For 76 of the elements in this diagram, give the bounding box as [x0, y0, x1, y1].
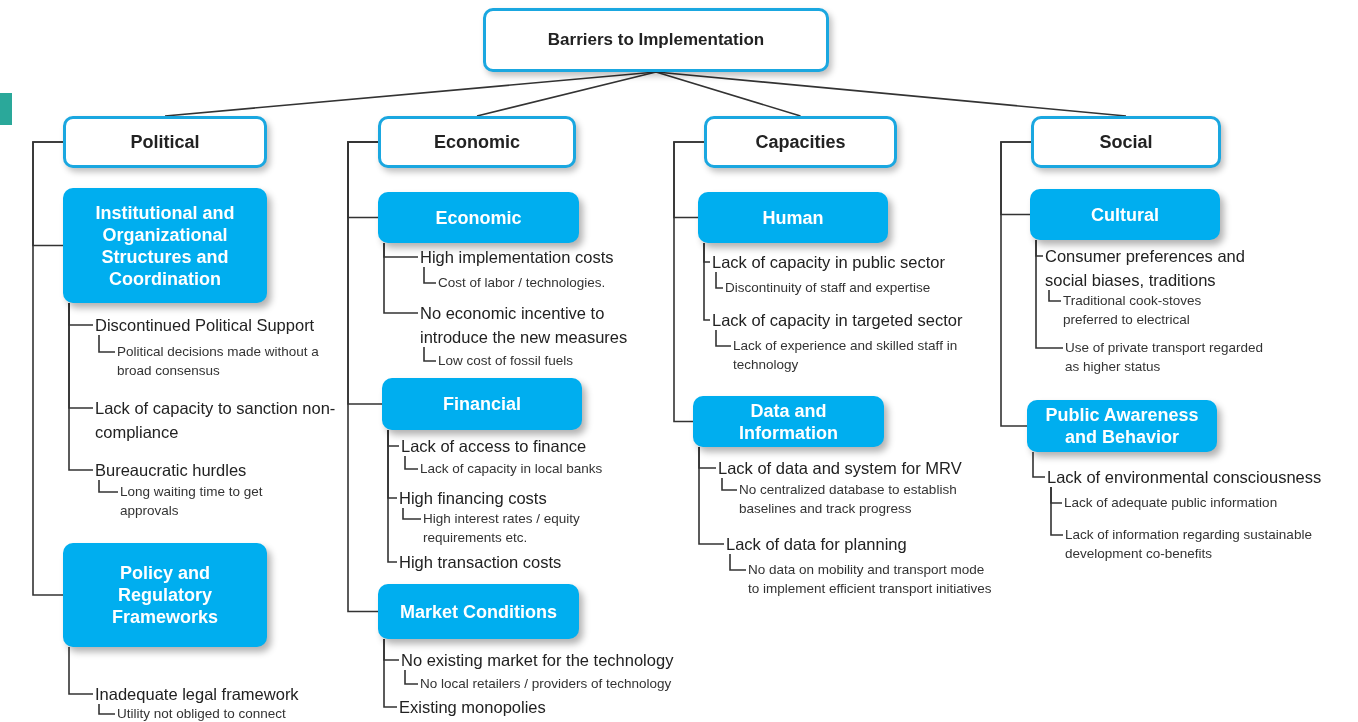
- example-text: Political decisions made without a broad consensus: [117, 342, 327, 380]
- category-box: Political: [63, 116, 267, 168]
- connector-line: [1000, 141, 1032, 427]
- barrier-text: High transaction costs: [399, 550, 619, 574]
- barrier-text: Inadequate legal framework: [95, 682, 355, 706]
- barrier-text: Lack of environmental consciousness: [1047, 465, 1357, 489]
- connector-line: [703, 242, 711, 321]
- subcategory-box: Human: [698, 192, 888, 243]
- example-text: Lack of capacity in local banks: [420, 459, 650, 478]
- connector-line: [98, 703, 116, 715]
- example-text: Use of private transport regarded as higher status: [1065, 338, 1265, 376]
- barrier-text: Lack of capacity in targeted sector: [712, 308, 1002, 332]
- connector-line: [1035, 239, 1064, 349]
- subcategory-box: Economic: [378, 192, 579, 243]
- barrier-text: Lack of access to finance: [401, 434, 631, 458]
- barrier-text: Bureaucratic hurdles: [95, 458, 345, 482]
- connector-line: [402, 507, 422, 520]
- barrier-text: High implementation costs: [420, 245, 670, 269]
- example-text: Discontinuity of staff and expertise: [725, 278, 985, 297]
- barrier-text: High financing costs: [399, 486, 599, 510]
- barrier-text: Existing monopolies: [399, 695, 619, 719]
- example-text: No local retailers / providers of technology: [420, 674, 720, 693]
- connector-line: [383, 242, 419, 314]
- barrier-text: Consumer preferences and social biases, traditions: [1045, 244, 1285, 292]
- barrier-text: No economic incentive to introduce the new measures: [420, 301, 670, 349]
- subcategory-box: Public Awareness and Behavior: [1027, 400, 1217, 452]
- example-text: Lack of adequate public information: [1064, 493, 1324, 512]
- connector-line: [476, 71, 657, 117]
- connector-line: [729, 553, 747, 571]
- category-box: Capacities: [704, 116, 897, 168]
- subcategory-box: Institutional and Organizational Structures and Coordination: [63, 188, 267, 303]
- barrier-text: Lack of data and system for MRV: [718, 456, 1008, 480]
- barrier-text: Lack of data for planning: [726, 532, 976, 556]
- example-text: Cost of labor / technologies.: [438, 273, 658, 292]
- example-text: High interest rates / equity requirements etc.: [423, 509, 603, 547]
- barrier-text: Lack of capacity in public sector: [712, 250, 992, 274]
- subcategory-box: Financial: [382, 378, 582, 430]
- example-text: Long waiting time to get approvals: [120, 482, 320, 520]
- category-box: Social: [1031, 116, 1221, 168]
- connector-line: [98, 479, 119, 493]
- connector-line: [698, 446, 725, 545]
- connector-line: [404, 669, 419, 685]
- connector-line: [1050, 486, 1064, 536]
- subcategory-box: Data and Information: [693, 396, 884, 447]
- subcategory-box: Cultural: [1030, 189, 1220, 240]
- category-box: Economic: [378, 116, 576, 168]
- barrier-text: Lack of capacity to sanction non-compliance: [95, 396, 345, 444]
- barrier-text: No existing market for the technology: [401, 648, 721, 672]
- example-text: Low cost of fossil fuels: [438, 351, 658, 370]
- connector-line: [68, 646, 94, 695]
- connector-line: [1032, 451, 1046, 478]
- subcategory-box: Policy and Regulatory Frameworks: [63, 543, 267, 647]
- connector-line: [423, 346, 437, 362]
- example-text: Lack of information regarding sustainable development co-benefits: [1065, 525, 1345, 563]
- connector-line: [383, 638, 398, 708]
- subcategory-box: Market Conditions: [378, 584, 579, 639]
- example-text: Lack of experience and skilled staff in technology: [733, 336, 983, 374]
- connector-line: [98, 334, 116, 353]
- example-text: No data on mobility and transport mode to implement efficient transport initiatives: [748, 560, 998, 598]
- connector-line: [68, 302, 94, 471]
- example-text: No centralized database to establish baselines and track progress: [739, 480, 999, 518]
- connector-line: [715, 329, 732, 347]
- connector-line: [715, 271, 724, 289]
- connector-line: [721, 477, 738, 491]
- connector-line: [404, 455, 419, 470]
- barrier-text: Discontinued Political Support: [95, 313, 365, 337]
- connector-line: [32, 141, 64, 596]
- connector-line: [673, 141, 705, 423]
- example-text: Traditional cook-stoves preferred to electrical: [1063, 291, 1253, 329]
- title-box: Barriers to Implementation: [483, 8, 829, 72]
- connector-line: [347, 141, 379, 613]
- example-text: Utility not obliged to connect: [117, 704, 347, 722]
- connector-line: [423, 266, 437, 284]
- connector-line: [387, 429, 398, 563]
- connector-line: [1048, 289, 1062, 302]
- connector-line: [655, 71, 802, 117]
